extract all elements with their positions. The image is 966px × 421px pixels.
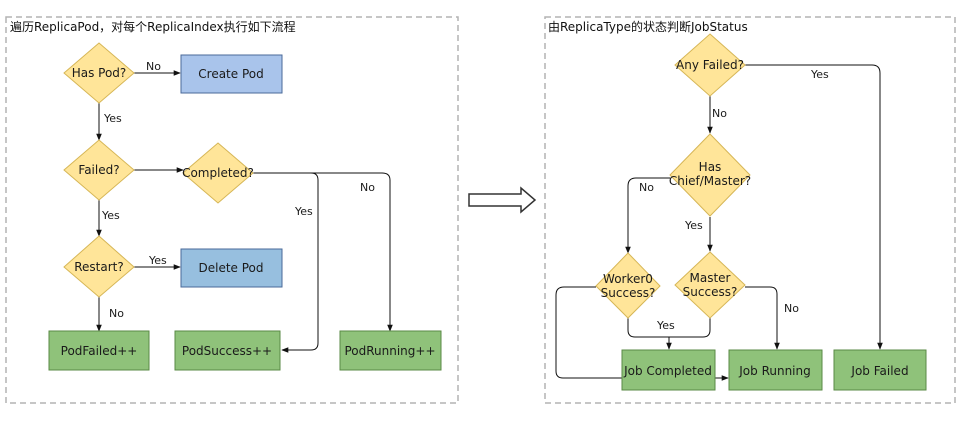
create-pod-label: Create Pod [198,67,263,81]
master-label-line2: Success? [683,285,738,299]
has-pod-decision [63,42,135,104]
edge-label-no: No [712,107,727,120]
edge-label-yes: Yes [656,319,675,332]
right-panel-title: 由ReplicaType的状态判断JobStatus [548,19,748,34]
pod-failed-label: PodFailed++ [61,344,138,358]
job-completed-box [621,349,716,391]
pod-failed-box [48,330,150,371]
edge-label-no: No [146,60,161,73]
failed-label: Failed? [78,163,119,177]
delete-pod-label: Delete Pod [198,261,263,275]
left-panel-frame [5,16,459,404]
right-panel-frame [544,16,956,404]
has-pod-label: Has Pod? [72,66,127,80]
edge-label-no: No [360,181,375,194]
edge-label-yes: Yes [101,209,120,222]
job-running-box [728,349,823,391]
any-failed-decision [674,33,746,97]
completed-decision [182,142,254,204]
worker0-label-line2: Success? [601,286,656,300]
edge-label-yes: Yes [294,205,313,218]
any-failed-label: Any Failed? [676,58,744,72]
left-panel-title: 遍历ReplicaPod，对每个ReplicaIndex执行如下流程 [10,19,296,34]
edge-label-no: No [784,302,799,315]
job-failed-box [833,349,927,391]
edge-label-yes: Yes [684,219,703,232]
job-running-label: Job Running [738,364,810,378]
edge-label-no: No [639,181,654,194]
pod-running-label: PodRunning++ [344,344,435,358]
edge-label-yes: Yes [148,254,167,267]
job-completed-label: Job Completed [623,364,712,378]
has-chief-decision [669,133,751,217]
edge-label-no: No [109,307,124,320]
right-edges [555,64,883,381]
delete-pod-box [180,248,283,288]
has-chief-label-line1: Has [699,160,722,174]
worker0-label-line1: Worker0 [603,272,653,286]
edge-label-yes: Yes [810,68,829,81]
pod-running-box [339,330,442,371]
worker0-success-decision [595,252,661,319]
left-edges [96,70,393,353]
has-chief-label-line2: Chief/Master? [669,174,751,188]
master-label-line1: Master [690,271,731,285]
pod-success-box [174,330,281,371]
completed-label: Completed? [182,166,254,180]
restart-label: Restart? [74,260,124,274]
failed-decision [63,139,135,201]
job-failed-label: Job Failed [850,364,908,378]
pod-success-label: PodSuccess++ [182,344,272,358]
edge-label-yes: Yes [103,112,122,125]
restart-decision [63,235,135,298]
transition-arrow-icon [468,186,537,214]
create-pod-box [180,54,283,94]
master-success-decision [674,251,746,319]
